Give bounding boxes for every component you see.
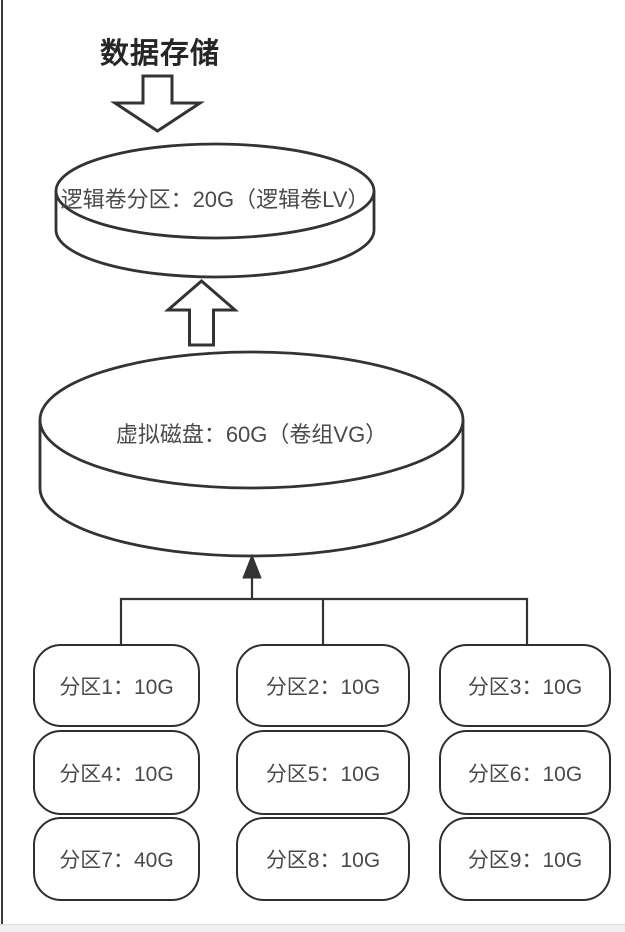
partition-box: 分区2：10G [236, 644, 410, 727]
tree-arrowhead-icon [242, 553, 262, 579]
bottom-scrollbar-track[interactable] [0, 924, 625, 932]
partition-box: 分区9：10G [439, 817, 611, 901]
partition-tree-connector [119, 572, 529, 644]
vg-cylinder-shape [38, 350, 465, 558]
diagram-title: 数据存储 [100, 38, 221, 70]
partition-label: 分区9：10G [467, 849, 583, 872]
up-arrow-icon [163, 279, 240, 347]
partition-label: 分区7：40G [59, 849, 174, 872]
partition-label: 分区6：10G [467, 762, 583, 786]
partition-box: 分区4：10G [33, 730, 200, 815]
partition-box: 分区7：40G [33, 817, 200, 901]
partition-label: 分区4：10G [59, 762, 174, 786]
partition-label: 分区3：10G [467, 675, 583, 699]
partition-label: 分区5：10G [265, 762, 381, 786]
partition-box: 分区6：10G [439, 730, 611, 815]
partition-box: 分区3：10G [439, 644, 611, 727]
partition-box: 分区8：10G [236, 817, 410, 901]
partition-box: 分区1：10G [33, 644, 200, 727]
lv-cylinder-shape [54, 142, 376, 279]
lv-cylinder-label: 逻辑卷分区：20G（逻辑卷LV） [60, 186, 370, 212]
partition-label: 分区2：10G [265, 675, 381, 699]
partition-box: 分区5：10G [236, 730, 410, 815]
down-arrow-icon [109, 74, 206, 133]
vg-cylinder-label: 虚拟磁盘：60G（卷组VG） [115, 421, 388, 447]
page-left-border [1, 0, 3, 925]
partition-label: 分区8：10G [265, 849, 381, 872]
partition-label: 分区1：10G [59, 675, 174, 699]
